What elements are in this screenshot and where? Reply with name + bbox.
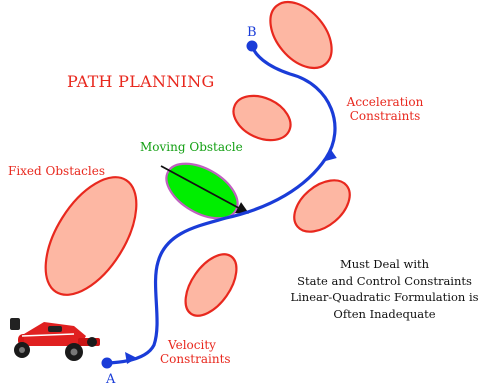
start-label: A [106,372,116,387]
velocity-constraints-label: Velocity Constraints [160,338,231,367]
race-car-icon [10,318,100,361]
fixed-obstacle [44,176,138,296]
goal-label: B [247,25,257,40]
start-point [101,357,113,369]
path-arrow [325,148,337,162]
fixed-obstacle [232,94,292,142]
fixed-obstacle [184,253,238,317]
note-line-3: Linear-Quadratic Formulation is [290,290,479,305]
acceleration-line: Acceleration [346,95,424,109]
moving-obstacle [165,162,239,220]
goal-point [246,40,258,52]
note-line-1: Must Deal with [339,257,430,271]
note-text: Must Deal with State and Control Constra… [282,256,487,323]
fixed-obstacles-label: Fixed Obstacles [8,164,106,178]
moving-obstacle-arrow [160,165,250,214]
constraints-line: Constraints [160,351,231,366]
path-arrow [125,352,137,364]
note-line-2: State and Control Constraints [297,273,472,288]
acceleration-constraints-label: Acceleration Constraints [346,95,424,124]
moving-obstacle-label: Moving Obstacle [140,140,243,154]
fixed-obstacle [293,179,351,233]
velocity-line: Velocity [168,338,216,352]
note-line-4: Often Inadequate [333,307,436,322]
fixed-obstacle [269,0,333,70]
page-title: PATH PLANNING [67,72,215,91]
constraints-line: Constraints [349,108,421,123]
planned-path [106,44,337,365]
